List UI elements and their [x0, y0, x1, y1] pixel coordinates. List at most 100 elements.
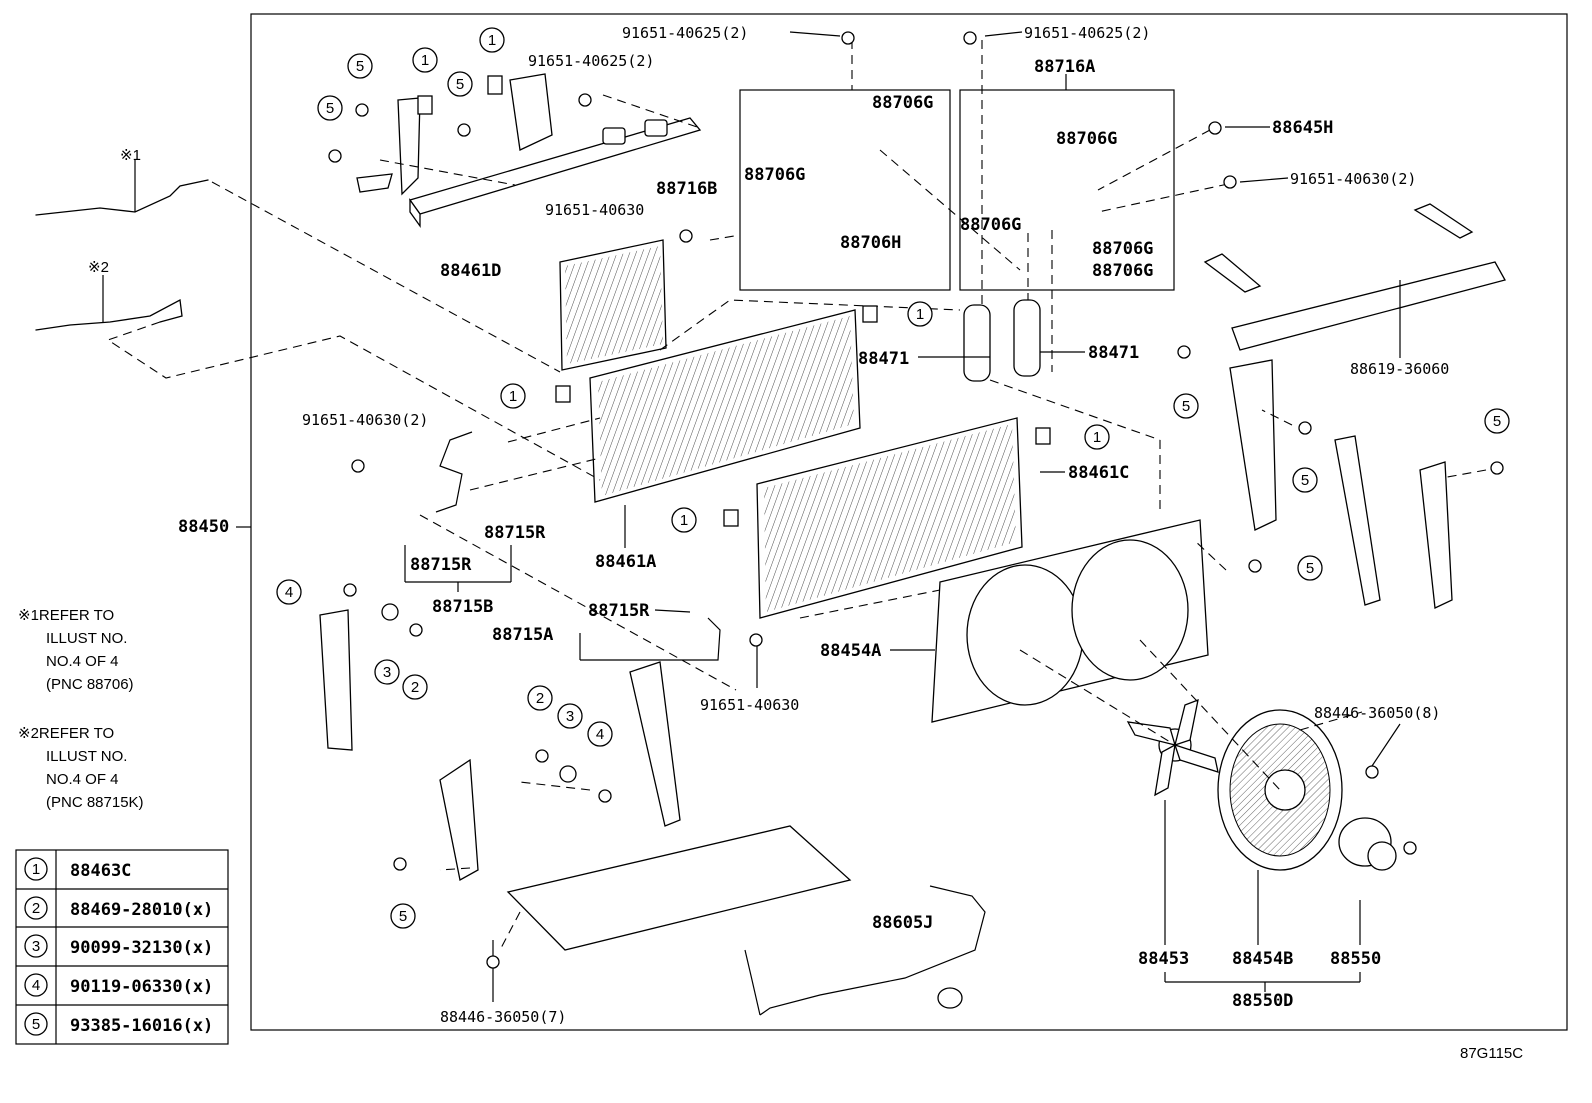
fan-blade-88453	[1126, 698, 1219, 797]
circle-callout-4: 4	[587, 721, 613, 747]
label-88715r-a: 88715R	[484, 523, 546, 543]
label-88461d: 88461D	[440, 261, 501, 281]
legend-row-3: 3 90099-32130(x)	[24, 934, 213, 958]
label-88550d: 88550D	[1232, 991, 1293, 1011]
note2-line3: NO.4 OF 4	[46, 771, 119, 788]
circle-callout-1: 1	[500, 383, 526, 409]
label-88706g-e: 88706G	[1092, 239, 1153, 259]
label-88619-36060: 88619-36060	[1350, 360, 1449, 378]
top-seal-88619	[1203, 203, 1506, 351]
pipe-88715b	[435, 431, 473, 513]
legend-key-3: 3	[32, 938, 40, 955]
circle-callout-1: 1	[1084, 424, 1110, 450]
circle-callout-1: 1	[907, 301, 933, 327]
ref-mark-2: ※2	[88, 259, 109, 276]
note2-line4: (PNC 88715K)	[46, 794, 144, 811]
note2-line2: ILLUST NO.	[46, 748, 127, 765]
legend-key-4: 4	[32, 977, 40, 994]
svg-text:1: 1	[421, 52, 429, 69]
svg-text:5: 5	[1301, 472, 1309, 489]
svg-text:5: 5	[1306, 560, 1314, 577]
legend-key-5: 5	[32, 1016, 40, 1033]
label-88461a: 88461A	[595, 552, 656, 572]
label-88471-a: 88471	[858, 349, 909, 369]
label-88716a: 88716A	[1034, 57, 1095, 77]
circle-callout-5: 5	[1292, 467, 1318, 493]
circle-callout-2: 2	[527, 685, 553, 711]
label-88450: 88450	[178, 517, 229, 537]
svg-text:1: 1	[488, 32, 496, 49]
circle-callout-3: 3	[374, 659, 400, 685]
label-88706h: 88706H	[840, 233, 901, 253]
label-88605j: 88605J	[872, 913, 933, 933]
circle-callout-5: 5	[1297, 555, 1323, 581]
label-88446-36050-8: 88446-36050(8)	[1314, 704, 1440, 722]
side-bracket-right	[1419, 461, 1453, 609]
note1-line2: ILLUST NO.	[46, 630, 127, 647]
condenser-88461a	[589, 309, 861, 503]
pipe-88715a	[676, 617, 721, 661]
svg-text:1: 1	[509, 388, 517, 405]
circle-callout-1: 1	[412, 47, 438, 73]
fan-shroud-88454b	[1217, 709, 1343, 871]
fan-shroud-88454a	[931, 519, 1209, 723]
legend-row-2: 2 88469-28010(x)	[24, 896, 213, 920]
label-91651-40630-2-a: 91651-40630(2)	[1290, 170, 1416, 188]
fan-motor-88550	[1338, 817, 1397, 871]
label-91651-40625-b: 91651-40625(2)	[1024, 24, 1150, 42]
side-seal-right-b	[1334, 435, 1381, 606]
circle-callout-1: 1	[671, 507, 697, 533]
label-88716b: 88716B	[656, 179, 717, 199]
callout-labels: 91651-40625(2) 91651-40625(2) 91651-4062…	[88, 24, 1449, 1026]
label-91651-40625-c: 91651-40625(2)	[528, 52, 654, 70]
svg-text:5: 5	[399, 908, 407, 925]
label-88453: 88453	[1138, 949, 1189, 969]
side-seal-right-a	[1229, 359, 1277, 531]
circle-callout-5: 5	[347, 53, 373, 79]
label-88446-36050-7: 88446-36050(7)	[440, 1008, 566, 1026]
legend-part-2: 88469-28010(x)	[70, 900, 213, 920]
svg-text:1: 1	[1093, 429, 1101, 446]
label-88715r-b: 88715R	[410, 555, 472, 575]
label-88706g-a: 88706G	[872, 93, 933, 113]
condenser-88461d	[559, 239, 667, 371]
label-88706g-d: 88706G	[960, 215, 1021, 235]
legend-row-4: 4 90119-06330(x)	[24, 973, 213, 997]
assembly-lines	[106, 40, 1487, 951]
leader-lines	[102, 31, 1401, 1002]
svg-text:3: 3	[383, 664, 391, 681]
upper-support-bracket	[356, 73, 702, 229]
label-88715r-c: 88715R	[588, 601, 650, 621]
legend-part-4: 90119-06330(x)	[70, 977, 213, 997]
circle-callout-1: 1	[479, 27, 505, 53]
svg-text:4: 4	[285, 584, 293, 601]
kit-box-88716b	[739, 89, 951, 291]
legend-part-3: 90099-32130(x)	[70, 938, 213, 958]
ref-mark-1: ※1	[120, 147, 141, 164]
main-frame	[250, 13, 1568, 1031]
label-91651-40630-b: 91651-40630	[700, 696, 799, 714]
legend-row-1: 1 88463C	[24, 857, 131, 881]
label-88454b: 88454B	[1232, 949, 1293, 969]
side-deflector-center	[629, 661, 681, 827]
note2-line1: ※2REFER TO	[18, 725, 114, 742]
svg-text:5: 5	[1493, 413, 1501, 430]
label-88715b: 88715B	[432, 597, 493, 617]
label-88454a: 88454A	[820, 641, 881, 661]
label-91651-40630-2-b: 91651-40630(2)	[302, 411, 428, 429]
legend-table: 1 88463C 2 88469-28010(x) 3 90099-32130(…	[15, 849, 229, 1045]
note1-line1: ※1REFER TO	[18, 607, 114, 624]
receiver-88471-b	[1013, 299, 1041, 377]
circle-callouts: 1 1 5 5 5 1 1 1 1 5 5 5 5 4 3 2 2 3 4 5	[276, 27, 1510, 929]
circle-callout-5: 5	[390, 903, 416, 929]
condenser-88461c	[756, 417, 1023, 619]
side-bracket-left	[439, 758, 479, 882]
svg-text:1: 1	[916, 306, 924, 323]
legend-part-1: 88463C	[70, 861, 131, 881]
label-88706g-f: 88706G	[1092, 261, 1153, 281]
fasteners	[328, 31, 1504, 969]
harness-88605j	[744, 885, 986, 1016]
receiver-88471-a	[963, 304, 991, 382]
